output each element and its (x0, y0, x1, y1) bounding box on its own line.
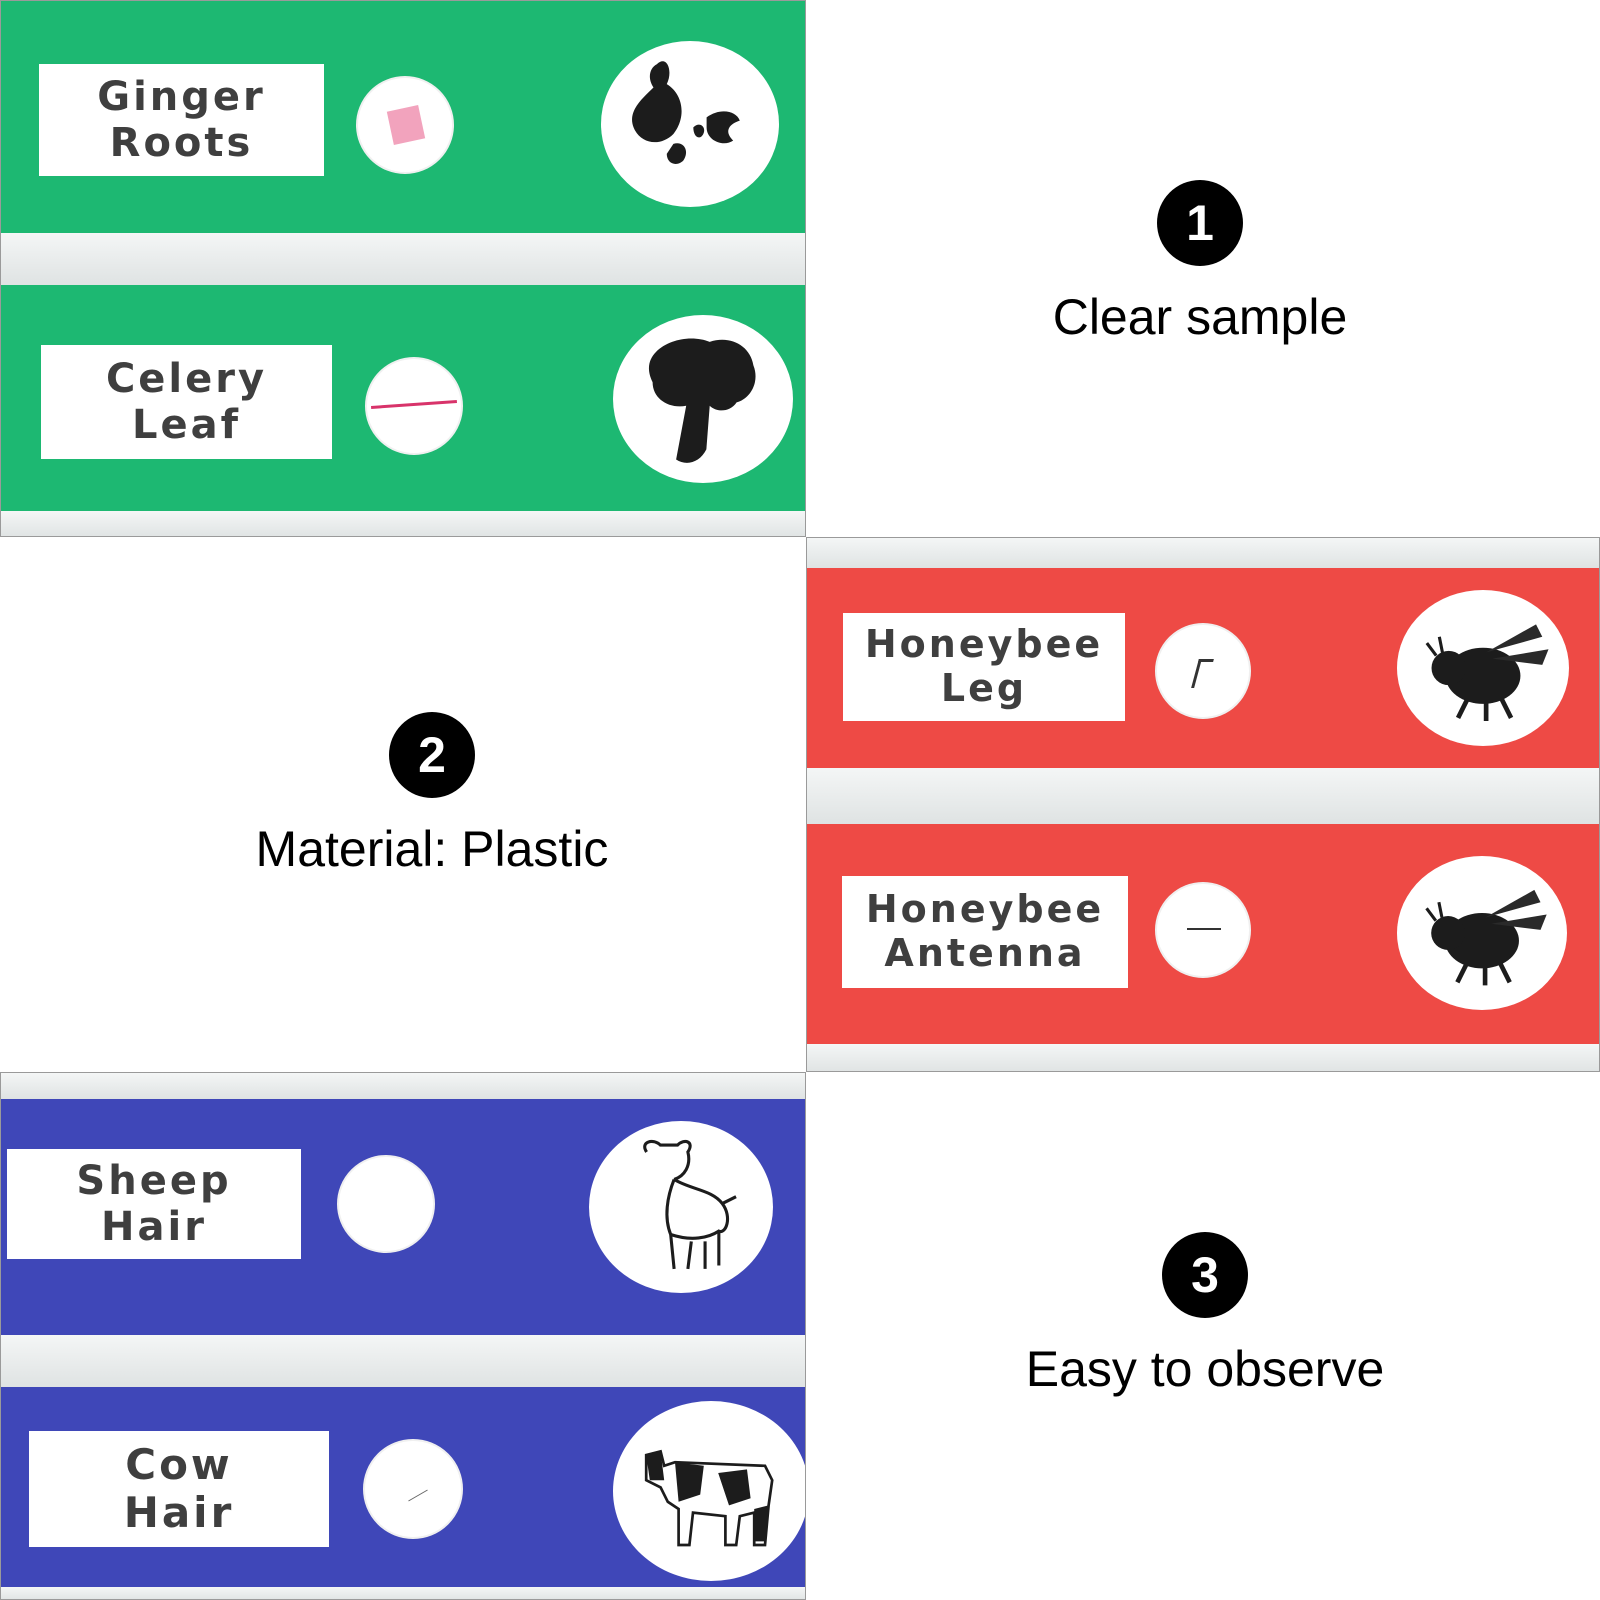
slide-ginger-roots: Ginger Roots (1, 1, 805, 233)
slide-label-line1: Ginger (97, 74, 266, 120)
slide-label-line2: Leaf (131, 402, 241, 448)
slide-celery-leaf: Celery Leaf (1, 285, 805, 511)
green-slides-photo: Ginger Roots Celery Leaf (0, 0, 806, 537)
slide-sheep-hair: Sheep Hair (1, 1099, 805, 1335)
slide-label-line1: Honeybee (865, 887, 1105, 932)
sample-dot (363, 1439, 463, 1539)
number-badge: 2 (389, 712, 475, 798)
slide-label: Cow Hair (29, 1431, 329, 1547)
slide-edge (1, 511, 805, 536)
slide-label-line1: Honeybee (864, 622, 1104, 667)
slide-edge (1, 1587, 805, 1599)
number-badge: 1 (1157, 180, 1243, 266)
slide-label-line2: Leg (940, 666, 1028, 710)
sample-dot (356, 76, 454, 174)
slide-edge (807, 538, 1599, 568)
feature-text: Clear sample (1052, 289, 1348, 345)
slide-label: Celery Leaf (41, 345, 332, 459)
feature-text: Material: Plastic (255, 821, 609, 877)
sample-dot (337, 1155, 435, 1253)
slide-honeybee-leg: Honeybee Leg (807, 568, 1599, 768)
feature-text: Easy to observe (1025, 1341, 1385, 1397)
sample-specimen (1191, 659, 1214, 688)
blue-slides-photo: Sheep Hair Cow Hair (0, 1072, 806, 1600)
ginger-root-icon (601, 41, 779, 207)
slide-label: Honeybee Antenna (842, 876, 1128, 988)
slide-label-line1: Celery (105, 356, 268, 402)
slide-label-line2: Antenna (884, 931, 1086, 975)
slide-edge (1, 1073, 805, 1099)
slide-label-line1: Sheep (76, 1158, 232, 1204)
slide-edge (807, 1044, 1599, 1071)
number-badge: 3 (1162, 1232, 1248, 1318)
slide-honeybee-antenna: Honeybee Antenna (807, 824, 1599, 1044)
feature-material: 2 Material: Plastic (212, 712, 652, 878)
slide-label-line1: Cow (125, 1439, 233, 1489)
slide-label-line2: Roots (109, 120, 254, 166)
sample-specimen (371, 400, 457, 409)
sample-dot (365, 357, 463, 455)
celery-icon (613, 315, 793, 483)
sample-specimen (1187, 928, 1221, 930)
cow-icon (613, 1401, 805, 1581)
slide-label: Honeybee Leg (843, 613, 1125, 721)
slide-label: Ginger Roots (39, 64, 324, 176)
slide-edge (1, 233, 805, 285)
sample-specimen (408, 1489, 428, 1502)
feature-clear-sample: 1 Clear sample (990, 180, 1410, 346)
slide-cow-hair: Cow Hair (1, 1387, 805, 1587)
slide-edge (807, 768, 1599, 824)
sheep-icon (589, 1121, 773, 1293)
sample-dot (1155, 882, 1251, 978)
bee-icon (1397, 590, 1569, 746)
red-slides-photo: Honeybee Leg Honeybee Antenna (806, 537, 1600, 1072)
slide-edge (1, 1335, 805, 1387)
sample-dot (1155, 623, 1251, 719)
slide-label-line2: Hair (101, 1204, 207, 1250)
slide-label: Sheep Hair (7, 1149, 301, 1259)
slide-label-line2: Hair (123, 1488, 235, 1537)
feature-easy-observe: 3 Easy to observe (980, 1232, 1430, 1398)
sample-specimen (386, 105, 426, 145)
bee-icon (1397, 856, 1567, 1010)
